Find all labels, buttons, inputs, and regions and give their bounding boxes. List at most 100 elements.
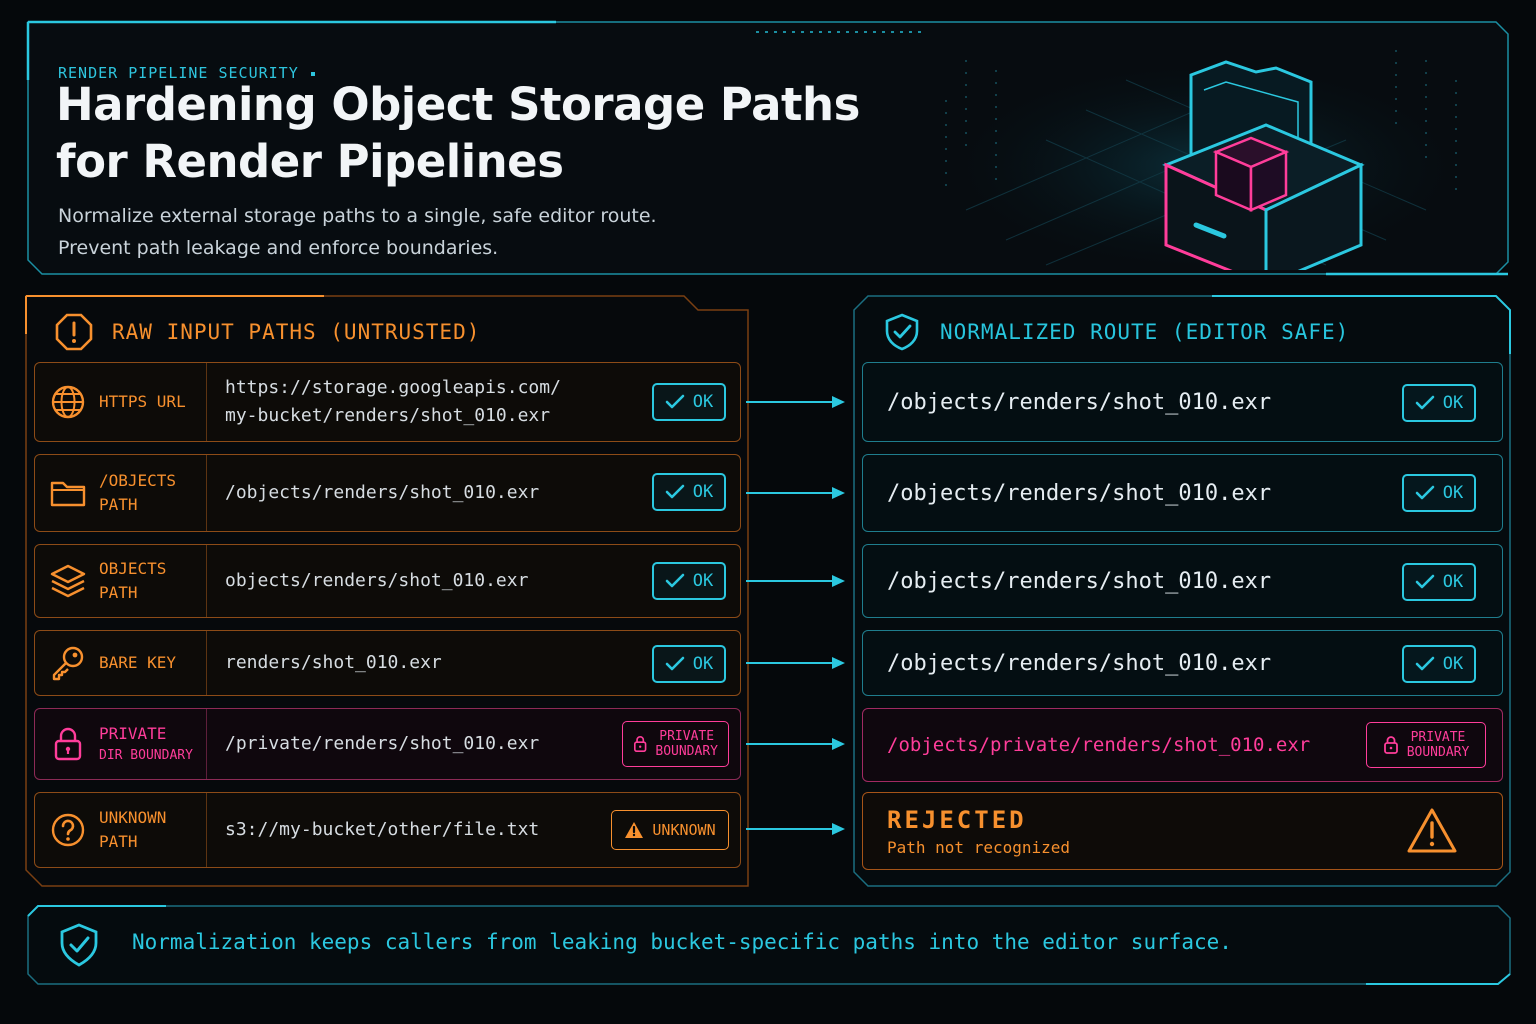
raw-row-label-text: /OBJECTS xyxy=(99,471,177,490)
normalized-route-heading: NORMALIZED ROUTE (EDITOR SAFE) xyxy=(882,312,1349,352)
private-badge-line-2: BOUNDARY xyxy=(655,744,718,759)
arrow-right-icon xyxy=(746,487,845,499)
arrow-right-icon xyxy=(746,396,845,408)
warning-icon xyxy=(625,822,644,838)
arrow-right-icon xyxy=(746,823,845,835)
footer-frame xyxy=(27,905,1511,985)
raw-row-label-text-2: PATH xyxy=(99,832,138,851)
ok-badge-text: OK xyxy=(1442,483,1464,503)
normalized-row: /objects/renders/shot_010.exr xyxy=(862,544,1503,618)
subtitle-line-2: Prevent path leakage and enforce boundar… xyxy=(58,237,499,259)
page-title: Hardening Object Storage Paths for Rende… xyxy=(56,76,906,190)
ok-badge: OK xyxy=(652,562,726,600)
normalized-row: /objects/renders/shot_010.exr xyxy=(862,362,1503,442)
raw-row-https-url: HTTPS URL https://storage.googleapis.com… xyxy=(34,362,741,442)
raw-input-heading-text: RAW INPUT PATHS (UNTRUSTED) xyxy=(112,320,481,344)
key-icon xyxy=(52,646,84,681)
check-icon xyxy=(1415,395,1435,410)
raw-row-objects-path: OBJECTS PATH objects/renders/shot_010.ex… xyxy=(34,544,741,618)
warning-triangle-icon xyxy=(1407,808,1457,853)
raw-row-label: UNKNOWN PATH xyxy=(35,793,207,867)
check-icon xyxy=(1415,574,1435,589)
rejected-title: REJECTED xyxy=(887,805,1027,834)
check-icon xyxy=(1415,656,1435,671)
raw-row-private-dir: PRIVATE DIR BOUNDARY /private/renders/sh… xyxy=(34,708,741,780)
raw-row-value: /objects/renders/shot_010.exr xyxy=(225,482,540,503)
title-line-2: for Render Pipelines xyxy=(56,135,564,188)
ok-badge-text: OK xyxy=(1442,572,1464,592)
raw-row-label-text-2: DIR BOUNDARY xyxy=(99,748,193,763)
alert-octagon-icon xyxy=(55,313,93,351)
check-icon xyxy=(665,573,685,588)
check-icon xyxy=(665,394,685,409)
ok-badge: OK xyxy=(1402,474,1476,512)
raw-row-label: HTTPS URL xyxy=(35,363,207,441)
raw-row-label-text: UNKNOWN xyxy=(99,808,167,827)
arrow-right-icon xyxy=(746,575,845,587)
raw-row-value-line-1: https://storage.googleapis.com/ xyxy=(225,377,561,398)
normalized-route-heading-text: NORMALIZED ROUTE (EDITOR SAFE) xyxy=(940,320,1350,344)
raw-row-value: /private/renders/shot_010.exr xyxy=(225,733,540,754)
raw-row-label: BARE KEY xyxy=(35,631,207,695)
lock-icon xyxy=(54,727,82,761)
ok-badge: OK xyxy=(652,473,726,511)
raw-row-label: /OBJECTS PATH xyxy=(35,455,207,531)
header-panel: RENDER PIPELINE SECURITY Hardening Objec… xyxy=(26,20,1510,276)
raw-row-label-text: OBJECTS xyxy=(99,559,167,578)
normalized-route-value: /objects/private/renders/shot_010.exr xyxy=(887,734,1311,756)
page-subtitle: Normalize external storage paths to a si… xyxy=(58,200,858,264)
ok-badge: OK xyxy=(1402,645,1476,683)
raw-row-value: renders/shot_010.exr xyxy=(225,652,442,673)
title-line-1: Hardening Object Storage Paths xyxy=(56,78,860,131)
private-boundary-badge: PRIVATE BOUNDARY xyxy=(622,721,729,767)
globe-icon xyxy=(51,385,85,419)
unknown-badge: UNKNOWN xyxy=(611,810,729,850)
normalized-route-value: /objects/renders/shot_010.exr xyxy=(887,480,1272,506)
private-badge-line-1: PRIVATE xyxy=(1410,730,1466,745)
arrow-right-icon xyxy=(746,657,845,669)
ok-badge-text: OK xyxy=(692,654,714,674)
check-icon xyxy=(665,656,685,671)
header-kicker: RENDER PIPELINE SECURITY xyxy=(58,64,315,82)
ok-badge-text: OK xyxy=(1442,393,1464,413)
raw-row-label-text: HTTPS URL xyxy=(99,392,186,411)
check-icon xyxy=(1415,485,1435,500)
ok-badge-text: OK xyxy=(692,482,714,502)
check-icon xyxy=(665,484,685,499)
raw-row-label: PRIVATE DIR BOUNDARY xyxy=(35,709,207,779)
raw-row-label-text-2: PATH xyxy=(99,583,138,602)
raw-row-value: s3://my-bucket/other/file.txt xyxy=(225,819,540,840)
private-boundary-badge: PRIVATE BOUNDARY xyxy=(1366,722,1486,768)
ok-badge-text: OK xyxy=(1442,654,1464,674)
ok-badge: OK xyxy=(652,645,726,683)
ok-badge: OK xyxy=(652,383,726,421)
raw-row-label-text-2: PATH xyxy=(99,495,138,514)
normalized-route-value: /objects/renders/shot_010.exr xyxy=(887,389,1272,415)
ok-badge: OK xyxy=(1402,563,1476,601)
footer-text: Normalization keeps callers from leaking… xyxy=(132,930,1232,954)
subtitle-line-1: Normalize external storage paths to a si… xyxy=(58,205,657,227)
ok-badge-text: OK xyxy=(692,571,714,591)
normalized-row: /objects/renders/shot_010.exr xyxy=(862,630,1503,696)
private-badge-line-2: BOUNDARY xyxy=(1406,745,1470,760)
raw-row-unknown-path: UNKNOWN PATH s3://my-bucket/other/file.t… xyxy=(34,792,741,868)
private-badge-line-1: PRIVATE xyxy=(659,729,715,744)
folder-icon xyxy=(50,481,86,507)
raw-row-objects-path-slash: /OBJECTS PATH /objects/renders/shot_010.… xyxy=(34,454,741,532)
raw-row-label-text: BARE KEY xyxy=(99,653,177,672)
raw-row-bare-key: BARE KEY renders/shot_010.exr xyxy=(34,630,741,696)
unknown-badge-text: UNKNOWN xyxy=(652,821,716,839)
rejected-subtitle: Path not recognized xyxy=(887,837,1071,857)
question-icon xyxy=(51,813,85,847)
lock-icon xyxy=(1383,736,1398,754)
shield-check-icon xyxy=(885,313,919,351)
shield-check-icon xyxy=(60,923,98,967)
normalized-row: /objects/renders/shot_010.exr xyxy=(862,454,1503,532)
normalized-route-value: /objects/renders/shot_010.exr xyxy=(887,650,1272,676)
storage-box-illustration-icon xyxy=(926,40,1486,270)
raw-row-value: https://storage.googleapis.com/ my-bucke… xyxy=(207,374,740,430)
footer-callout: Normalization keeps callers from leaking… xyxy=(26,904,1512,986)
layers-icon xyxy=(50,564,86,598)
ok-badge-text: OK xyxy=(692,392,714,412)
raw-row-label-text: PRIVATE xyxy=(99,724,167,743)
